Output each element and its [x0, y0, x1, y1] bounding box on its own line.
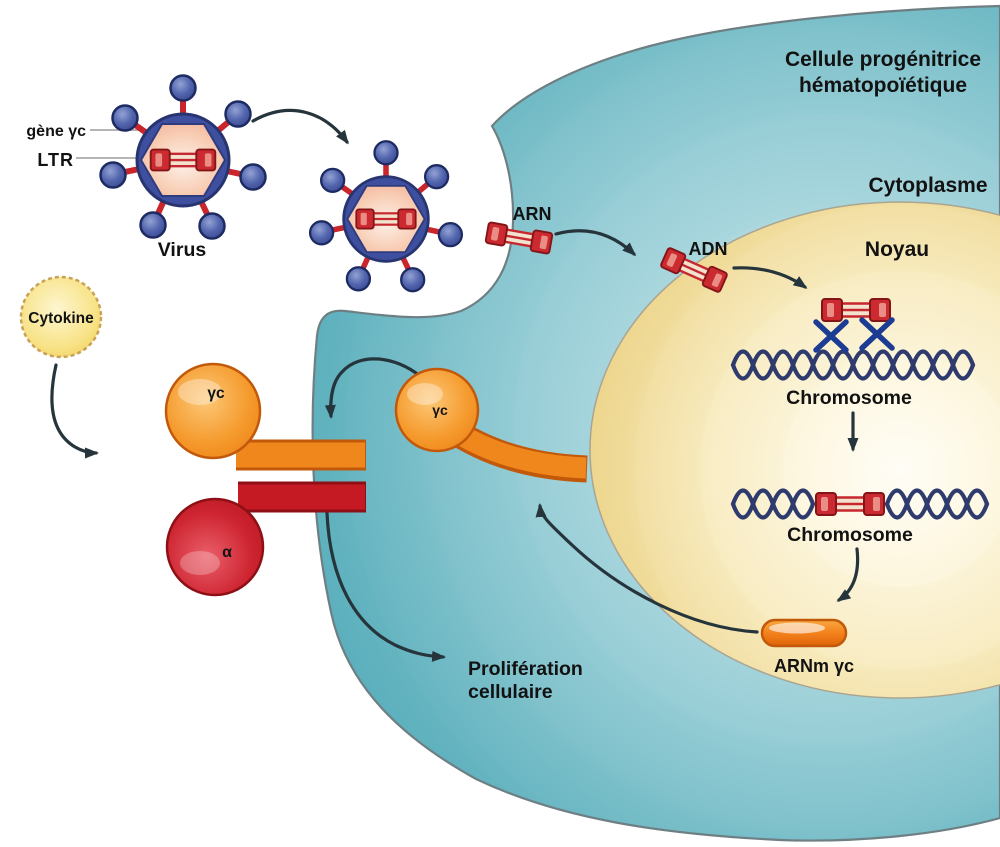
- cytokine-label: Cytokine: [28, 310, 94, 327]
- nucleus-label: Noyau: [865, 238, 929, 261]
- dna-label: ADN: [689, 239, 728, 259]
- proliferation-label-line1: Prolifération: [468, 658, 583, 680]
- mrna-label: ARNm γc: [774, 656, 854, 676]
- chromosome-helix-1: [730, 349, 976, 381]
- receptor-gamma-chain-label: γc: [207, 385, 225, 402]
- arrow-free-gc-to-receptor: [324, 357, 422, 419]
- proliferation-label-line2: cellulaire: [468, 681, 553, 703]
- rna-label: ARN: [513, 204, 552, 224]
- arrow-virus-to-cell: [251, 108, 349, 145]
- cell-type-label-line1: Cellule progénitrice: [785, 48, 981, 71]
- ltr-label: LTR: [37, 150, 74, 170]
- arrow-mrna-to-free-gc: [535, 503, 759, 634]
- virus-label: Virus: [158, 239, 207, 261]
- blocked-integration-x-marks: [813, 317, 895, 353]
- receptor-alpha-chain-label: α: [222, 544, 232, 561]
- arrow-cytokine-to-receptor: [50, 363, 99, 459]
- arrow-adn-to-construct: [732, 266, 808, 289]
- gene-construct-integrated: [814, 491, 886, 517]
- arrow-chromosome2-to-mrna: [836, 547, 860, 602]
- cytoplasm-label: Cytoplasme: [868, 174, 987, 197]
- nucleus: [589, 201, 1000, 699]
- chromosome-helix-2: [730, 488, 990, 520]
- arrow-arn-to-adn: [554, 229, 637, 257]
- receptor-alpha-chain: [165, 481, 366, 597]
- chromosome-1-label: Chromosome: [786, 387, 912, 409]
- cell-type-label-line2: hématopoïétique: [799, 74, 967, 97]
- virus-particle-entering: [310, 141, 462, 291]
- free-gamma-chain: [394, 367, 588, 483]
- receptor-gamma-chain: [164, 362, 366, 471]
- arrow-receptor-to-proliferation: [325, 511, 446, 662]
- mrna-molecule: [760, 618, 848, 648]
- chromosome-2-label: Chromosome: [787, 524, 913, 546]
- gene-construct-unintegrated: [820, 297, 892, 323]
- cytokine-molecule: [19, 275, 103, 359]
- free-gamma-chain-label: γc: [432, 402, 448, 418]
- gene-gc-label: gène γc: [26, 123, 86, 140]
